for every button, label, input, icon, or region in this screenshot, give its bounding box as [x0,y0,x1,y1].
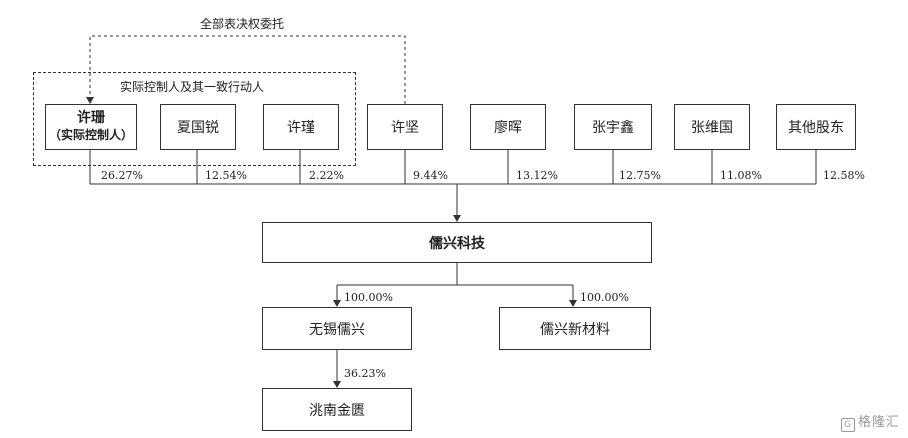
subsidiary-box-taonan: 洮南金匮 [262,388,412,431]
pct-zhangyuxin: 12.75% [619,169,661,182]
controller-group-box [33,72,356,166]
shareholder-box-xujin: 许瑾 [263,104,339,150]
pct-other: 12.58% [823,169,865,182]
pct-liaohui: 13.12% [516,169,558,182]
subsidiary-box-xincailiao: 儒兴新材料 [499,307,651,350]
delegation-arrow [89,35,406,104]
watermark-logo-icon: G [840,418,855,432]
subsidiary-box-wuxi: 无锡儒兴 [262,307,412,350]
pct-zhangweiguo: 11.08% [720,169,762,182]
wuxi-arrowhead [333,300,341,307]
shareholder-box-liaohui: 廖晖 [470,104,546,150]
pct-taonan: 36.23% [344,367,386,380]
company-box: 儒兴科技 [262,222,652,263]
pct-xujian: 9.44% [413,169,448,182]
watermark-text: 格隆汇 [857,415,900,430]
shareholder-name: 许珊 [77,110,105,126]
delegation-arrowhead [86,97,94,104]
shareholder-box-xushan: 许珊 （实际控制人） [45,104,137,150]
shareholder-connectors [89,150,817,217]
delegation-label: 全部表决权委托 [200,17,285,31]
pct-xiaguorui: 12.54% [205,169,247,182]
subsidiary-connectors [336,263,574,383]
company-arrowhead [453,215,461,222]
pct-xujin: 2.22% [309,169,344,182]
xincailiao-arrowhead [569,300,577,307]
shareholder-box-other: 其他股东 [776,104,856,150]
shareholder-box-zhangyuxin: 张宇鑫 [574,104,652,150]
shareholder-box-xujian: 许坚 [367,104,443,150]
shareholder-role: （实际控制人） [48,128,133,142]
shareholder-box-xiaguorui: 夏国锐 [160,104,236,150]
pct-wuxi: 100.00% [344,291,393,304]
pct-xushan: 26.27% [101,169,143,182]
controller-group-label: 实际控制人及其一致行动人 [120,80,265,94]
shareholder-box-zhangweiguo: 张维国 [674,104,750,150]
taonan-arrowhead [333,381,341,388]
pct-xincailiao: 100.00% [580,291,629,304]
